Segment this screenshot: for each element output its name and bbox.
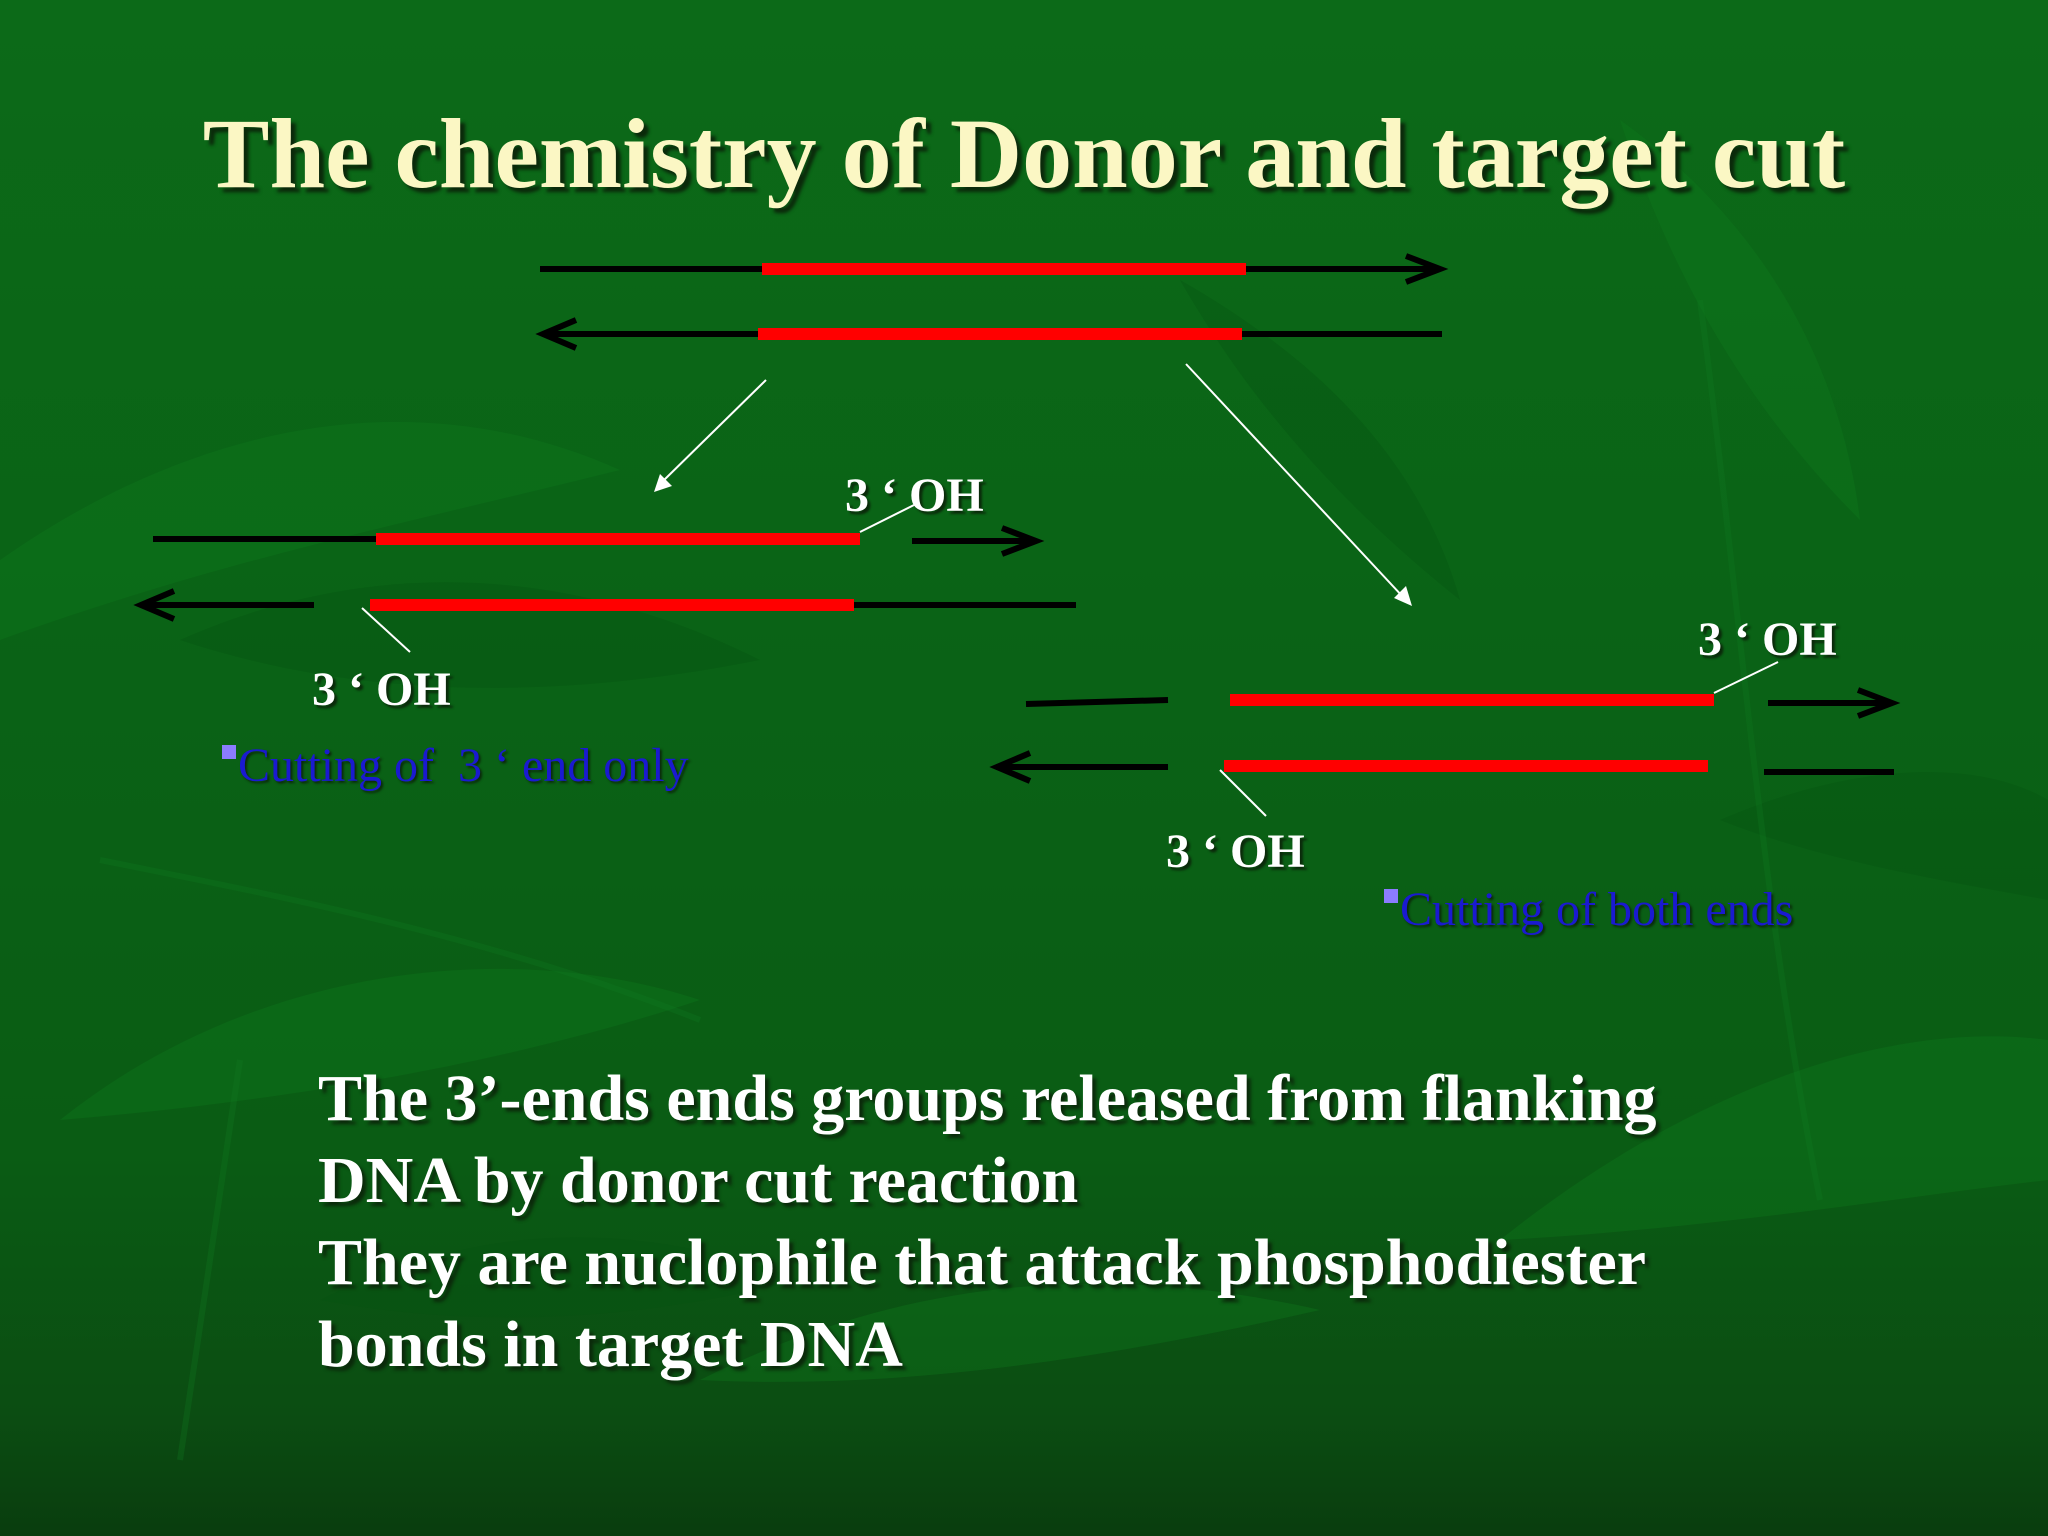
chevron-right-icon xyxy=(1404,253,1449,285)
caption-single-cut-text: Cutting of 3 ‘ end only xyxy=(238,739,689,792)
arrow-to-single-cut xyxy=(659,379,767,485)
chevron-left-icon xyxy=(535,317,578,351)
oh-label-bottom-left: 3 ‘ OH xyxy=(312,663,451,716)
square-bullet-icon xyxy=(1384,889,1398,903)
oh-pointer-line xyxy=(859,501,921,533)
chevron-left-icon xyxy=(133,588,176,622)
caption-double-cut-text: Cutting of both ends xyxy=(1400,883,1794,936)
donor-duplex xyxy=(535,253,1449,351)
body-line: They are nuclophile that attack phosphod… xyxy=(318,1226,1647,1299)
oh-pointer-line xyxy=(1219,769,1267,817)
pointer-arrows xyxy=(654,363,1412,606)
chevron-right-icon xyxy=(1856,687,1901,719)
body-line: DNA by donor cut reaction xyxy=(318,1144,1079,1217)
caption-single-cut: Cutting of 3 ‘ end only xyxy=(222,738,689,793)
oh-pointer-line xyxy=(361,607,411,653)
slide-title: The chemistry of Donor and target cut xyxy=(202,98,1846,209)
chevron-left-icon xyxy=(989,750,1032,784)
body-line: bonds in target DNA xyxy=(318,1308,903,1381)
double-top-left-flank xyxy=(1025,697,1169,707)
oh-label-top-right: 3 ‘ OH xyxy=(1698,613,1837,666)
oh-label-bottom-right: 3 ‘ OH xyxy=(1166,825,1305,878)
body-line: The 3’-ends ends groups released from fl… xyxy=(318,1062,1657,1135)
arrowhead-icon xyxy=(1394,586,1412,606)
caption-double-cut: Cutting of both ends xyxy=(1384,882,1793,937)
arrow-to-double-cut xyxy=(1185,363,1405,599)
square-bullet-icon xyxy=(222,745,236,759)
arrowhead-icon xyxy=(654,474,672,492)
chevron-right-icon xyxy=(1000,525,1045,557)
body-text: The 3’-ends ends groups released from fl… xyxy=(318,1058,1918,1386)
oh-pointer-line xyxy=(1713,661,1779,694)
single-cut-duplex xyxy=(133,501,1076,653)
oh-label-top-left: 3 ‘ OH xyxy=(845,469,984,522)
double-cut-duplex xyxy=(989,661,1901,817)
